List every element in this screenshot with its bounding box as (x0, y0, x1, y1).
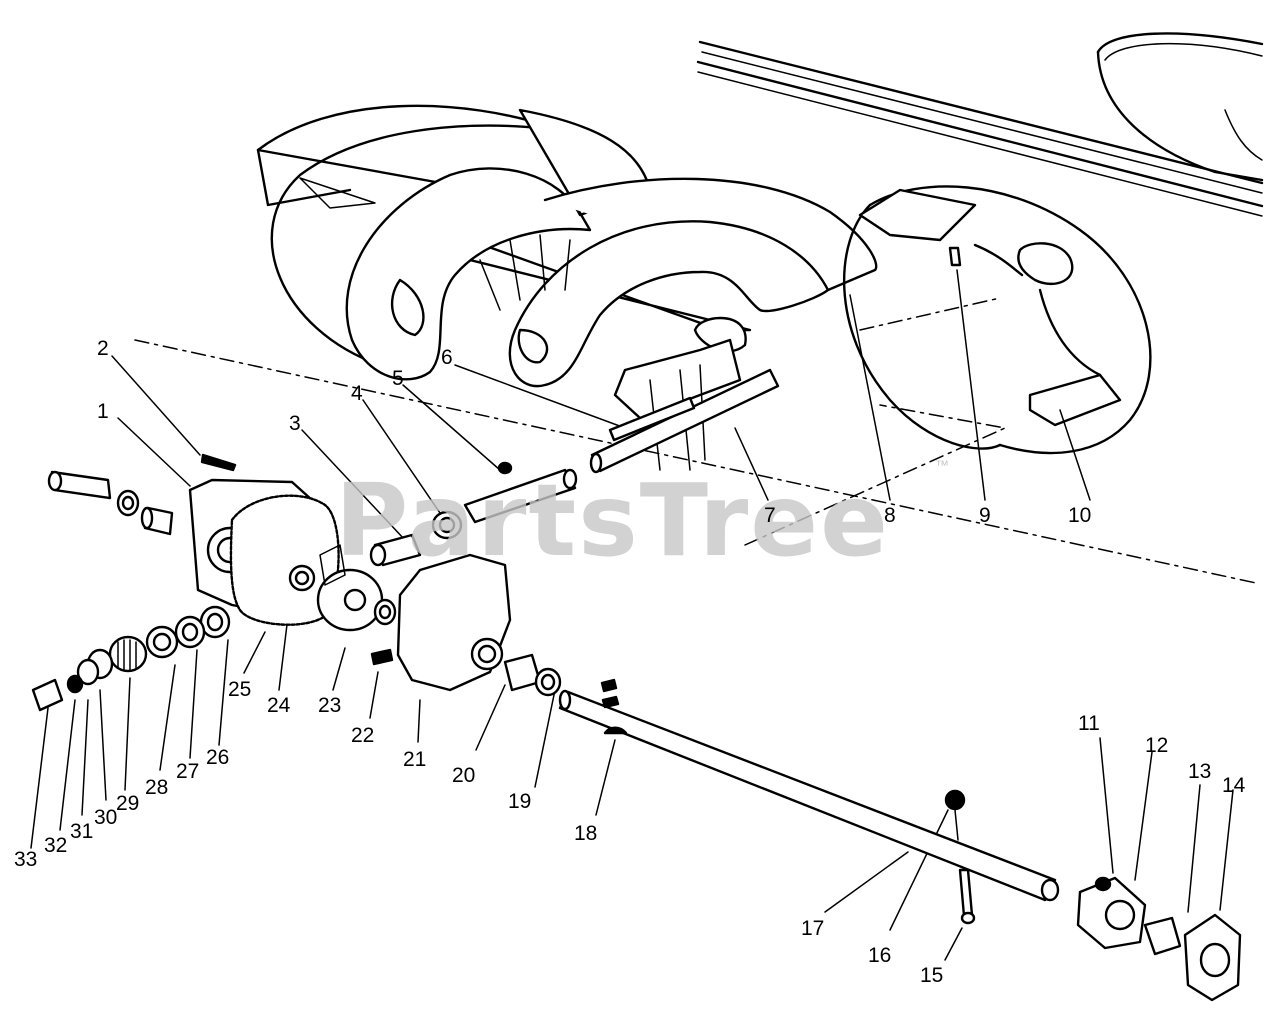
callout-27: 27 (176, 760, 199, 783)
housing-frame (696, 32, 1264, 217)
callout-1: 1 (97, 400, 109, 423)
callout-22: 22 (351, 724, 374, 747)
callout-2: 2 (97, 337, 109, 360)
callout-25: 25 (228, 678, 251, 701)
callout-10: 10 (1068, 504, 1091, 527)
callout-17: 17 (801, 917, 824, 940)
callout-5: 5 (392, 367, 404, 390)
callout-11: 11 (1078, 712, 1100, 735)
callout-28: 28 (145, 776, 168, 799)
callout-14: 14 (1222, 774, 1246, 797)
callout-13: 13 (1188, 760, 1211, 783)
callout-4: 4 (351, 382, 363, 405)
callout-19: 19 (508, 790, 531, 813)
callout-31: 31 (70, 820, 93, 843)
centre-lines (134, 297, 1257, 584)
callout-15: 15 (920, 964, 943, 987)
callout-12: 12 (1145, 734, 1168, 757)
callout-30: 30 (94, 806, 117, 829)
callout-3: 3 (289, 412, 301, 435)
callout-21: 21 (403, 748, 426, 771)
callout-20: 20 (452, 764, 475, 787)
gearbox-parts (31, 453, 578, 712)
impeller-disk (843, 185, 1152, 455)
auger-assembly (256, 104, 878, 471)
callout-24: 24 (267, 694, 291, 717)
shaft-parts (558, 246, 1242, 1002)
callout-23: 23 (318, 694, 341, 717)
callout-16: 16 (868, 944, 891, 967)
callout-7: 7 (764, 504, 776, 527)
callout-33: 33 (14, 848, 37, 871)
callout-32: 32 (44, 834, 67, 857)
callout-29: 29 (116, 792, 139, 815)
leader-lines (30, 269, 1234, 961)
watermark-trademark: ™ (935, 457, 949, 473)
callout-labels: 1 2 3 4 5 6 7 8 9 10 11 12 13 14 15 16 1… (14, 337, 1246, 987)
callout-26: 26 (206, 746, 229, 769)
callout-8: 8 (884, 504, 896, 527)
callout-6: 6 (441, 346, 453, 369)
callout-9: 9 (979, 504, 991, 527)
watermark-text: PartsTree (335, 462, 890, 579)
callout-18: 18 (574, 822, 597, 845)
